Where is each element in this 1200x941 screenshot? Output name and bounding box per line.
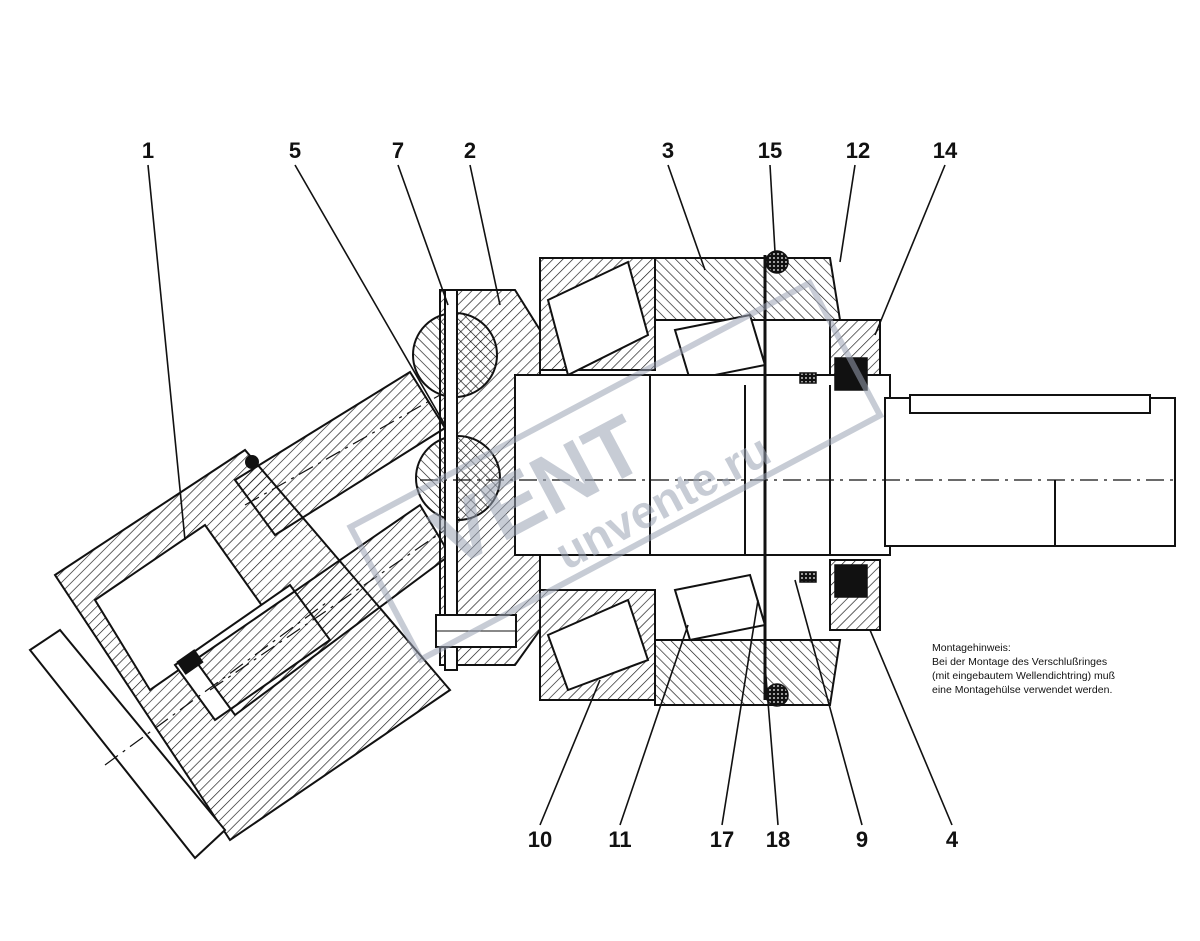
- callout-7: 7: [392, 138, 404, 163]
- callout-17: 17: [710, 827, 734, 852]
- drive-shaft: [420, 374, 1176, 556]
- assembly-note: Montagehinweis: Bei der Montage des Vers…: [932, 642, 1115, 696]
- callout-10: 10: [528, 827, 552, 852]
- bearing-housing: [539, 257, 881, 706]
- callout-1: 1: [142, 138, 154, 163]
- callout-3: 3: [662, 138, 674, 163]
- assembly-note-line: (mit eingebautem Wellendichtring) muß: [932, 670, 1115, 682]
- callouts-bottom: 10 11 17 18 9 4: [528, 827, 959, 852]
- leader-lines: [147, 164, 953, 826]
- callouts-top: 1 5 7 2 3 15 12 14: [142, 138, 958, 163]
- assembly-note-line: eine Montagehülse verwendet werden.: [932, 684, 1112, 696]
- callout-14: 14: [933, 138, 958, 163]
- callout-15: 15: [758, 138, 782, 163]
- callout-18: 18: [766, 827, 790, 852]
- callout-12: 12: [846, 138, 870, 163]
- callout-4: 4: [946, 827, 959, 852]
- piston-rod-upper: [233, 370, 447, 537]
- callout-11: 11: [608, 827, 631, 852]
- callout-9: 9: [856, 827, 868, 852]
- assembly-note-line: Bei der Montage des Verschlußringes: [932, 656, 1107, 668]
- callout-5: 5: [289, 138, 301, 163]
- assembly-note-title: Montagehinweis:: [932, 642, 1011, 654]
- callout-2: 2: [464, 138, 476, 163]
